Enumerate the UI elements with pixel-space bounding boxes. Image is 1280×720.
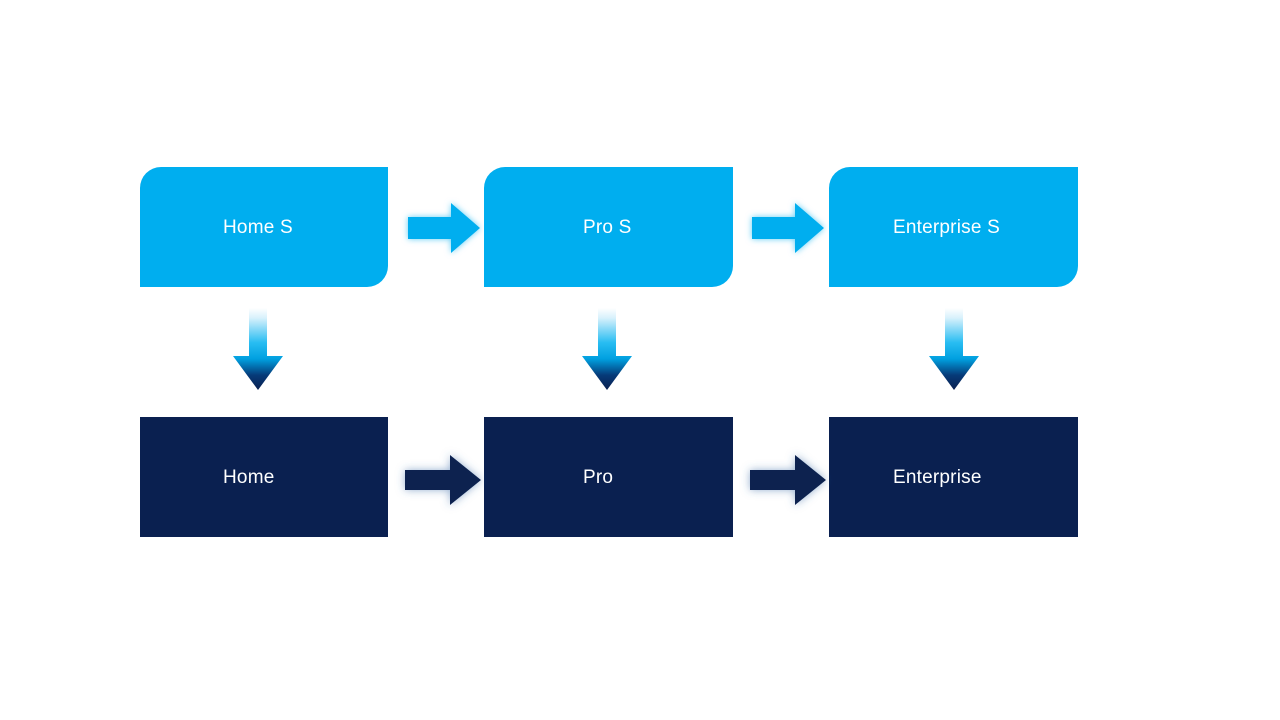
node-pro-s-label: Pro S [583,216,632,238]
arrow-home-s-to-home-icon [233,308,283,390]
node-enterprise-s[interactable]: Enterprise S [829,167,1078,287]
node-enterprise-label: Enterprise [893,466,982,488]
arrow-home-s-to-pro-s-icon [408,200,480,256]
arrow-home-to-pro-icon [405,452,481,508]
node-pro[interactable]: Pro [484,417,733,537]
arrow-pro-to-enterprise-icon [750,452,826,508]
node-home[interactable]: Home [140,417,388,537]
node-home-label: Home [223,466,275,488]
node-home-s[interactable]: Home S [140,167,388,287]
arrow-pro-s-to-enterprise-s-icon [752,200,824,256]
arrow-pro-s-to-pro-icon [582,308,632,390]
node-enterprise-s-label: Enterprise S [893,216,1000,238]
node-enterprise[interactable]: Enterprise [829,417,1078,537]
arrow-enterprise-s-to-enterprise-icon [929,308,979,390]
node-pro-s[interactable]: Pro S [484,167,733,287]
node-home-s-label: Home S [223,216,293,238]
node-pro-label: Pro [583,466,614,488]
